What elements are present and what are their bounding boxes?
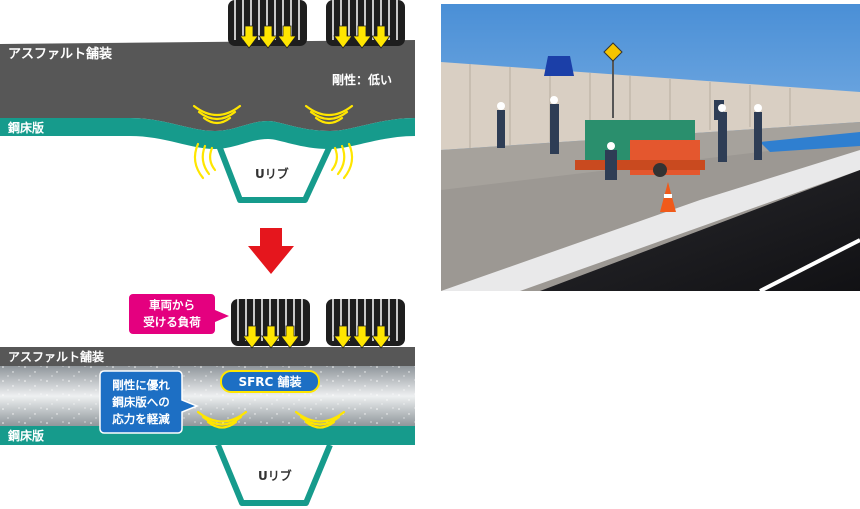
load-callout-line2: 受ける負荷 <box>143 315 201 329</box>
bottom-stress-waves <box>196 410 346 429</box>
sfrc-label-pill <box>220 370 320 393</box>
sfrc-label: SFRC 舗装 <box>238 374 301 389</box>
top-rigidity-label: 剛性：低い <box>332 72 392 87</box>
benefit-callout-line3: 応力を軽減 <box>112 412 170 426</box>
top-asphalt-layer <box>0 40 415 131</box>
bottom-diagram: SFRC 舗装 車両から 受ける負荷 剛性に優れ 鋼床版への 応力を軽減 アスフ… <box>0 294 415 506</box>
top-u-rib-label: Uリブ <box>255 166 289 181</box>
benefit-callout-line2: 鋼床版への <box>111 395 170 409</box>
bottom-u-rib-label: Uリブ <box>258 468 292 483</box>
bottom-steel-deck-label: 鋼床版 <box>7 428 44 443</box>
bottom-steel-deck <box>0 426 415 445</box>
construction-photo <box>441 4 860 291</box>
benefit-callout: 剛性に優れ 鋼床版への 応力を軽減 <box>99 370 200 434</box>
top-asphalt-label: アスファルト舗装 <box>8 46 112 62</box>
benefit-callout-line1: 剛性に優れ <box>112 378 170 392</box>
top-diagram: アスファルト舗装 剛性：低い 鋼床版 Uリブ <box>0 0 415 203</box>
transition-arrow-icon <box>248 228 294 274</box>
bottom-asphalt-layer <box>0 347 415 366</box>
top-steel-deck <box>0 118 415 149</box>
top-u-rib <box>215 141 333 203</box>
top-steel-deck-label: 鋼床版 <box>7 120 44 135</box>
top-stress-waves <box>192 104 354 180</box>
load-callout-line1: 車両から <box>149 298 195 312</box>
bottom-load-arrows <box>242 325 391 349</box>
load-callout: 車両から 受ける負荷 <box>129 294 229 334</box>
bottom-asphalt-label: アスファルト舗装 <box>8 349 104 364</box>
bottom-u-rib <box>215 443 333 506</box>
top-load-arrows <box>239 25 391 49</box>
